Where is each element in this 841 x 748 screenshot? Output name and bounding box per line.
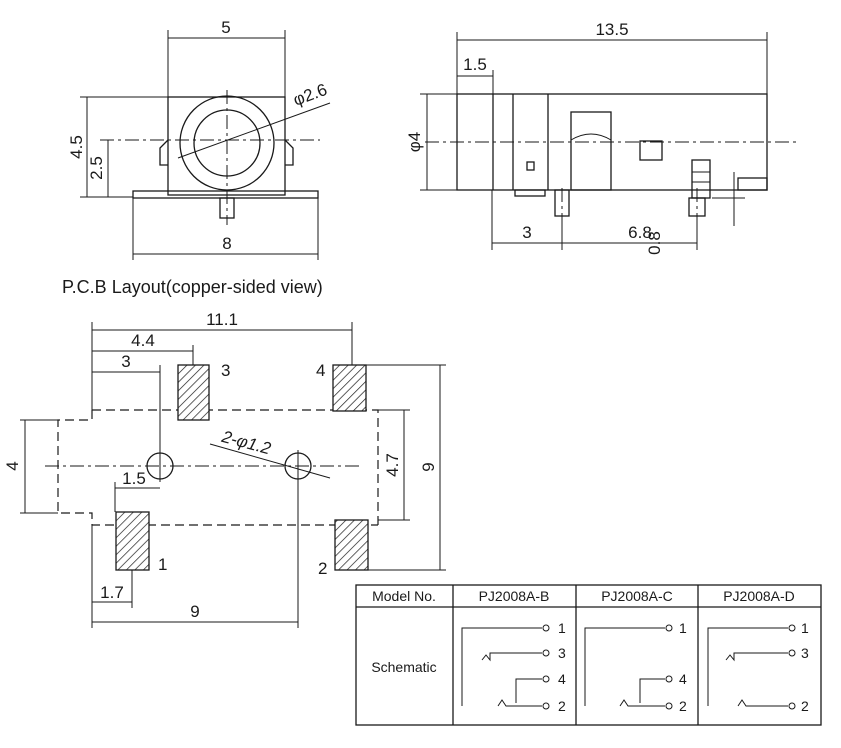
side-view: 13.5 1.5 φ4	[405, 20, 800, 255]
schematic-label: 4	[558, 671, 566, 687]
side-tab	[639, 140, 663, 161]
pin-label-2: 2	[318, 559, 327, 578]
contact-line	[619, 699, 665, 707]
model-table: Model No. PJ2008A-B PJ2008A-C PJ2008A-D …	[355, 584, 822, 726]
schematic-label: 1	[679, 620, 687, 636]
dim-label-4-left: 4	[3, 461, 22, 470]
rear-tab	[737, 177, 768, 191]
contact-line	[725, 652, 788, 662]
schematic-label: 2	[801, 698, 809, 714]
pcb-layout-title: P.C.B Layout(copper-sided view)	[62, 277, 323, 297]
dim-label-base-width: 8	[222, 234, 231, 253]
table-header-b: PJ2008A-B	[479, 588, 550, 604]
terminal-dot	[665, 624, 673, 632]
dim-label-3: 3	[121, 352, 130, 371]
pin-label-4: 4	[316, 361, 325, 380]
dim-label-front-offset: 1.5	[463, 55, 487, 74]
side-tab-right	[284, 139, 294, 166]
contact-line	[639, 678, 665, 703]
terminal-dot	[788, 702, 796, 710]
pad-3	[177, 364, 210, 421]
pin-label-1: 1	[158, 555, 167, 574]
pcb-layout: 3 4 1 2 2-φ1.2 11.1 4.4 3 1.5 1.7 9	[3, 310, 446, 628]
front-view: 5 φ2.6 4.5 2.5 8	[67, 18, 331, 260]
dim-label-height-center: 2.5	[87, 156, 106, 180]
dim-label-4-4: 4.4	[131, 331, 155, 350]
contact-line	[515, 678, 542, 703]
pad-4	[332, 364, 367, 412]
dim-label-height-total: 4.5	[67, 135, 86, 159]
contact-line	[737, 699, 788, 707]
schematic-label: 1	[558, 620, 566, 636]
side-tab-left	[159, 139, 169, 166]
contact-line	[584, 627, 665, 706]
table-row-label: Schematic	[371, 659, 436, 675]
pin-label-3: 3	[221, 361, 230, 380]
table-border	[355, 584, 822, 726]
diameter-leader	[177, 102, 331, 159]
schematic-label: 3	[558, 645, 566, 661]
pad-2	[334, 519, 369, 571]
latch-window	[570, 111, 612, 191]
hole-leader	[209, 443, 331, 479]
dim-label-9-bottom: 9	[190, 602, 199, 621]
table-header-c: PJ2008A-C	[601, 588, 673, 604]
table-header-d: PJ2008A-D	[723, 588, 795, 604]
terminal-dot	[542, 624, 550, 632]
base-strip	[514, 189, 546, 197]
schematic-label: 3	[801, 645, 809, 661]
schematic-label: 4	[679, 671, 687, 687]
terminal-dot	[788, 624, 796, 632]
terminal-dot	[665, 675, 673, 683]
latch-curve	[570, 133, 612, 141]
terminal-dot	[665, 702, 673, 710]
schematic-label: 2	[558, 698, 566, 714]
dim-label-9-right: 9	[419, 462, 438, 471]
schematic-d: 1 3 2	[707, 620, 809, 714]
schematic-label: 2	[679, 698, 687, 714]
dim-label-hole-spec: 2-φ1.2	[219, 427, 274, 459]
schematic-c: 1 4 2	[584, 620, 687, 714]
contact-line	[707, 627, 788, 706]
dim-label-1-5: 1.5	[122, 469, 146, 488]
schematic-label: 1	[801, 620, 809, 636]
pad-1	[115, 511, 150, 571]
dim-label-diameter: φ4	[405, 132, 424, 152]
terminal-dot	[542, 649, 550, 657]
contact-line	[481, 652, 542, 662]
table-header-model: Model No.	[372, 588, 436, 604]
small-marker	[526, 161, 535, 171]
rear-terminal	[691, 159, 711, 199]
terminal-dot	[542, 675, 550, 683]
dim-label-pin-spacing: 6.8	[628, 223, 652, 242]
pcb-outline	[57, 410, 378, 526]
terminal-dot	[542, 702, 550, 710]
dim-label-width-top: 5	[221, 18, 230, 37]
pcb-outline	[92, 409, 379, 525]
contact-line	[497, 699, 542, 707]
terminal-dot	[788, 649, 796, 657]
dim-label-1-7: 1.7	[100, 583, 124, 602]
dim-label-total-width: 11.1	[206, 310, 238, 329]
dim-label-pin-height: 0.8	[645, 231, 664, 255]
contact-line	[461, 627, 542, 706]
schematic-b: 1 3 4 2	[461, 620, 566, 714]
dim-label-length: 13.5	[595, 20, 628, 39]
dim-label-pin-offset: 3	[522, 223, 531, 242]
dim-label-4-7: 4.7	[383, 453, 402, 477]
